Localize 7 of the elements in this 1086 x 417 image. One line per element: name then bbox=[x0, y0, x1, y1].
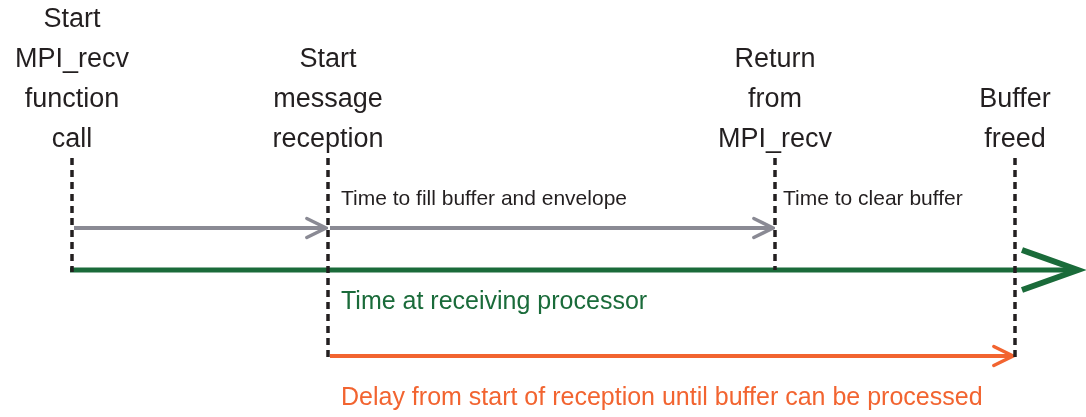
event-label: Start MPI_recv function call bbox=[14, 2, 130, 155]
arrow bbox=[330, 344, 1015, 368]
event-label: Return from MPI_recv bbox=[717, 42, 833, 155]
arrow bbox=[330, 216, 775, 240]
arrow bbox=[74, 216, 328, 240]
event-label: Start message reception bbox=[271, 42, 385, 155]
event-label: Buffer freed bbox=[978, 82, 1052, 155]
